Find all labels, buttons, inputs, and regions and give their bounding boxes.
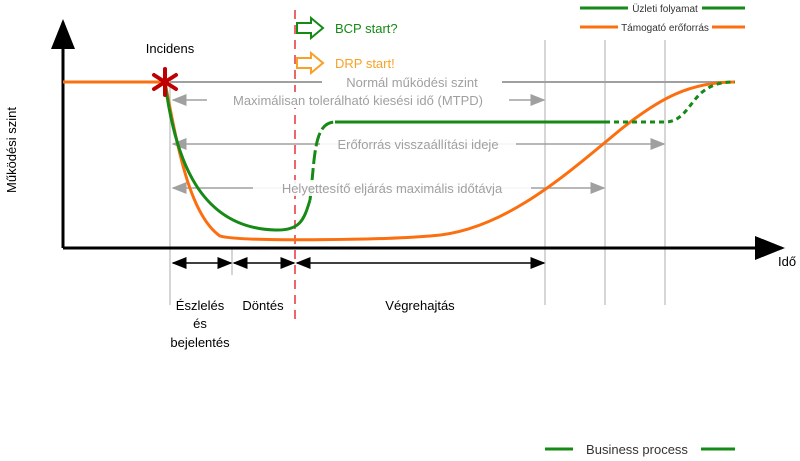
- restore-label: Erőforrás visszaállítási ideje: [337, 137, 498, 152]
- detect-label-1: Észlelés: [176, 298, 225, 313]
- business-return: [605, 80, 736, 124]
- drp-arrow-icon: [296, 50, 325, 76]
- x-axis-label: Idő: [778, 254, 796, 269]
- bcp-label: BCP start?: [335, 21, 398, 36]
- legend: Üzleti folyamat Támogató erőforrás: [580, 1, 745, 34]
- substitute-label: Helyettesítő eljárás maximális időtávja: [282, 181, 503, 196]
- legend-business: Üzleti folyamat: [632, 3, 698, 15]
- mtpd-label: Maximálisan tolerálható kiesési idő (MTP…: [233, 93, 483, 108]
- detect-label-3: bejelentés: [170, 335, 230, 350]
- legend-resource: Támogató erőforrás: [621, 23, 709, 34]
- normal-level-label: Normál működési szint: [346, 75, 478, 90]
- detect-label-2: és: [193, 316, 207, 331]
- incident-star-icon: [152, 67, 178, 97]
- bcp-arrow-icon: [296, 15, 325, 41]
- drp-label: DRP start!: [335, 56, 395, 71]
- business-curve: [163, 81, 312, 232]
- execution-label: Végrehajtás: [385, 298, 455, 313]
- business-process-label: Business process: [586, 442, 688, 457]
- decision-label: Döntés: [242, 298, 284, 313]
- y-axis-label: Működési szint: [4, 107, 19, 193]
- incident-label: Incidens: [146, 41, 195, 56]
- resource-curve: [63, 80, 736, 242]
